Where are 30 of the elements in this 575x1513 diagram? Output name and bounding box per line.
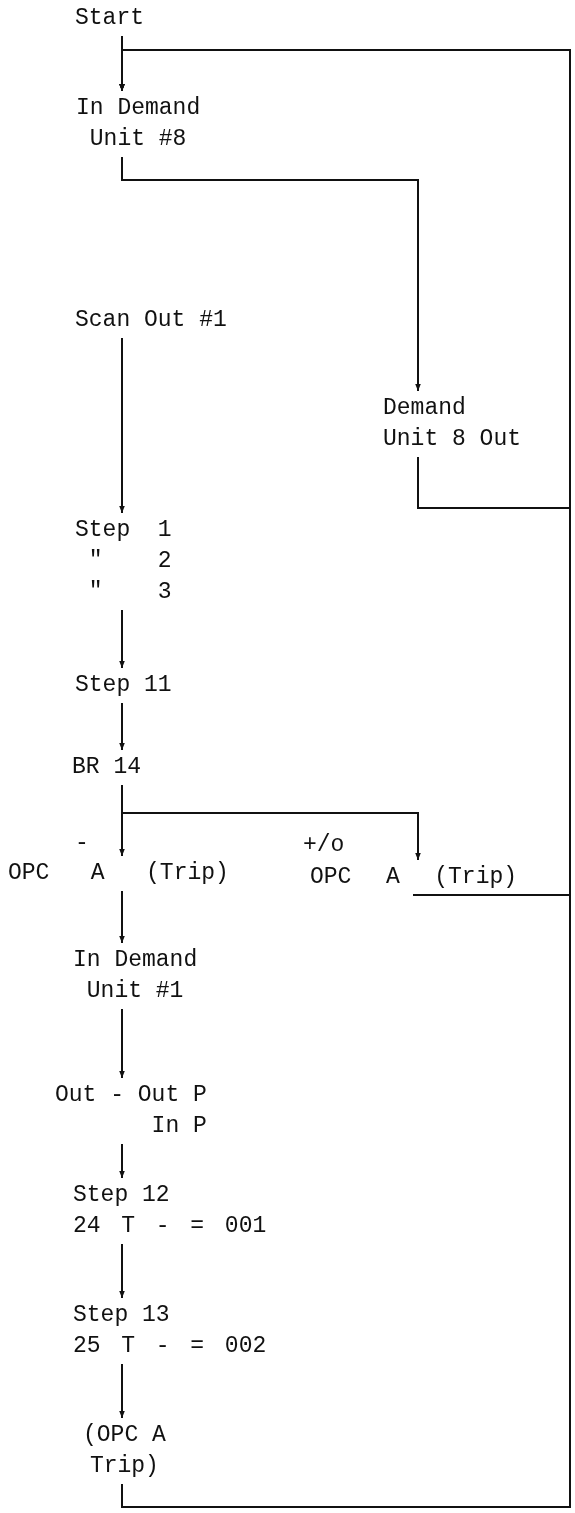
step-text: Step 1	[75, 516, 172, 545]
step-text: 24 T - = 001	[73, 1212, 267, 1241]
step-text: Scan Out #1	[75, 306, 227, 335]
step-text: Step 12	[73, 1181, 170, 1210]
flow-arrow	[119, 1243, 125, 1299]
flow-arrow	[119, 1363, 125, 1419]
flow-arrow	[119, 1008, 125, 1079]
flow-arrow	[119, 609, 125, 669]
step-text: OPC A (Trip)	[8, 859, 229, 888]
step-text: Start	[75, 4, 144, 33]
step-text: Demand Unit 8 Out	[383, 394, 521, 454]
step-text: " 3	[88, 578, 172, 607]
flow-arrow	[121, 784, 421, 861]
step-text: BR 14	[72, 753, 141, 782]
flow-arrow	[121, 156, 421, 392]
step-text: " 2	[88, 547, 172, 576]
step-text: Step 11	[75, 671, 172, 700]
flow-arrow	[119, 890, 125, 944]
step-text: (OPC A Trip)	[83, 1421, 166, 1481]
step-text: In Demand Unit #1	[73, 946, 198, 1006]
step-text: Step 13	[73, 1301, 170, 1330]
step-text: OPC A (Trip)	[310, 863, 518, 892]
step-text: 25 T - = 002	[73, 1332, 267, 1361]
step-text: In Demand Unit #8	[76, 94, 201, 154]
step-text: Out - Out P	[55, 1081, 207, 1110]
flow-arrow	[119, 49, 571, 1508]
flow-arrow	[119, 702, 125, 751]
step-text: In P	[151, 1112, 207, 1141]
flow-arrow	[119, 337, 125, 514]
flow-arrow	[119, 1143, 125, 1179]
